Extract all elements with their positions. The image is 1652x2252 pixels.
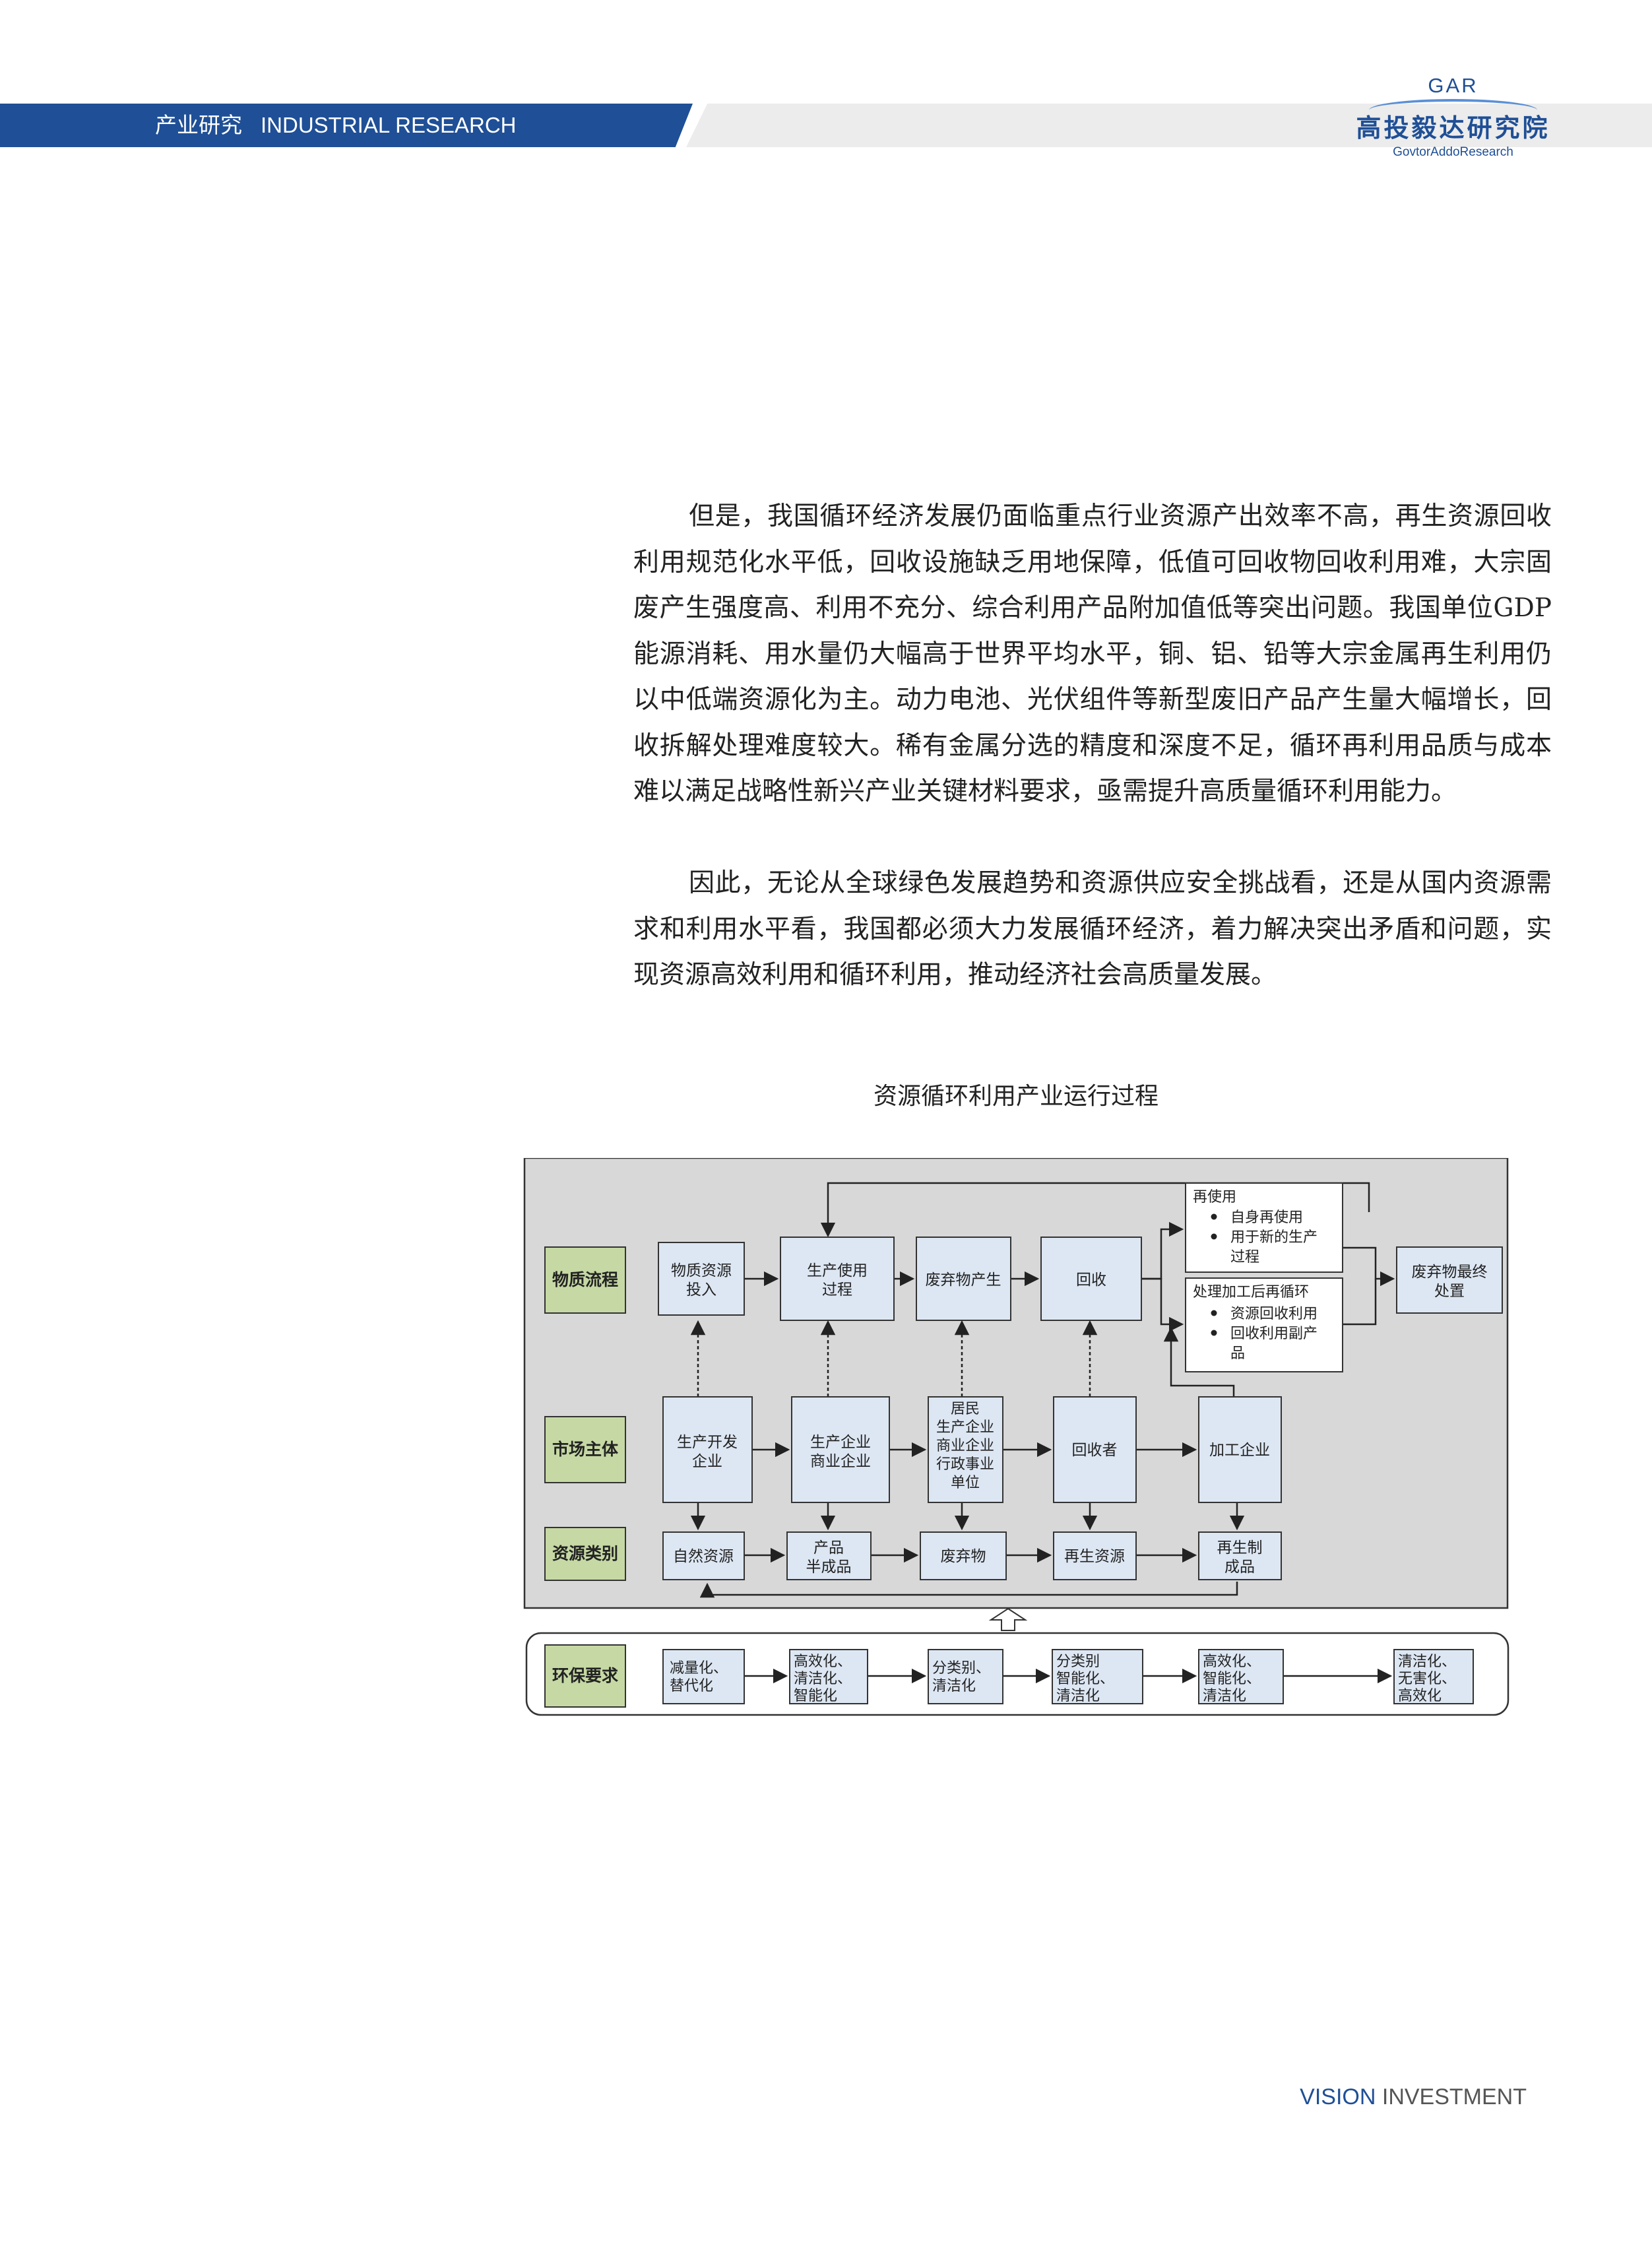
connectors [690, 1182, 1395, 1598]
svg-text:资源回收利用: 资源回收利用 [1230, 1306, 1318, 1322]
svg-text:用于新的生产: 用于新的生产 [1230, 1229, 1318, 1246]
node-production-process: 生产使用 过程 [780, 1237, 895, 1321]
svg-text:市场主体: 市场主体 [552, 1440, 619, 1459]
svg-text:高效化: 高效化 [1398, 1688, 1442, 1704]
svg-text:回收利用副产: 回收利用副产 [1230, 1326, 1318, 1342]
node-product: 产品 半成品 [786, 1531, 872, 1580]
svg-text:物质资源: 物质资源 [671, 1262, 732, 1279]
svg-text:自然资源: 自然资源 [673, 1548, 734, 1565]
node-natural-resources: 自然资源 [662, 1531, 745, 1580]
footer-investment: INVESTMENT [1382, 2084, 1527, 2109]
svg-text:智能化、: 智能化、 [1203, 1671, 1261, 1687]
row-label-material-flow: 物质流程 [544, 1246, 626, 1314]
node-developer: 生产开发 企业 [662, 1396, 753, 1503]
svg-text:清洁化: 清洁化 [932, 1678, 976, 1694]
logo-name-en: GovtorAddoResearch [1393, 145, 1513, 159]
svg-text:过程: 过程 [1230, 1249, 1259, 1266]
svg-text:智能化、: 智能化、 [1056, 1671, 1114, 1687]
svg-text:智能化: 智能化 [794, 1688, 837, 1704]
svg-text:自身再使用: 自身再使用 [1230, 1209, 1303, 1226]
logo-name-cn: 高投毅达研究院 [1356, 113, 1550, 143]
svg-text:替代化: 替代化 [670, 1678, 713, 1694]
node-final-disposal: 废弃物最终 处置 [1396, 1246, 1503, 1314]
svg-text:废弃物: 废弃物 [941, 1548, 986, 1565]
node-waste-generation: 废弃物产生 [916, 1237, 1011, 1321]
svg-text:生产企业: 生产企业 [936, 1419, 994, 1436]
row-label-market-entity: 市场主体 [544, 1416, 626, 1483]
svg-text:生产使用: 生产使用 [807, 1262, 868, 1279]
flow-diagram: 物质流程 市场主体 资源类别 环保要求 物质资源 投入 生产使用 过程 废弃物产… [523, 1158, 1509, 1716]
svg-text:过程: 过程 [822, 1281, 852, 1299]
svg-text:处理加工后再循环: 处理加工后再循环 [1193, 1284, 1309, 1301]
svg-text:减量化、: 减量化、 [670, 1660, 728, 1677]
node-renewable-resources: 再生资源 [1053, 1531, 1137, 1580]
env-node-4: 分类别 智能化、 清洁化 [1052, 1649, 1143, 1704]
gar-logo: GAR 高投毅达研究院 GovtorAddoResearch [1339, 74, 1567, 166]
node-recycler: 回收者 [1053, 1396, 1137, 1503]
paragraph-1: 但是，我国循环经济发展仍面临重点行业资源产出效率不高，再生资源回收利用规范化水平… [633, 501, 1552, 806]
svg-text:废弃物产生: 废弃物产生 [926, 1271, 1001, 1289]
env-node-5: 高效化、 智能化、 清洁化 [1198, 1649, 1284, 1704]
env-node-3: 分类别、 清洁化 [928, 1649, 1003, 1704]
svg-text:品: 品 [1230, 1345, 1245, 1362]
svg-text:企业: 企业 [692, 1453, 722, 1470]
node-processor: 加工企业 [1198, 1396, 1282, 1503]
svg-text:投入: 投入 [686, 1281, 716, 1299]
env-node-1: 减量化、 替代化 [662, 1649, 745, 1704]
env-node-6: 清洁化、 无害化、 高效化 [1393, 1649, 1474, 1704]
svg-text:加工企业: 加工企业 [1209, 1442, 1270, 1459]
row-label-env-requirement: 环保要求 [544, 1644, 626, 1708]
row-label-resource-type: 资源类别 [544, 1527, 626, 1581]
svg-text:成品: 成品 [1224, 1559, 1255, 1576]
svg-text:清洁化: 清洁化 [1056, 1688, 1100, 1704]
svg-text:产品: 产品 [813, 1539, 844, 1557]
svg-text:商业企业: 商业企业 [810, 1453, 871, 1470]
node-reprocess: 处理加工后再循环 资源回收利用 回收利用副产 品 [1185, 1277, 1343, 1372]
logo-arc [1369, 99, 1537, 121]
section-header: 产业研究 INDUSTRIAL RESEARCH [155, 112, 517, 139]
svg-text:生产企业: 生产企业 [810, 1434, 871, 1451]
logo-abbr: GAR [1428, 74, 1478, 97]
footer-vision: VISION [1300, 2084, 1376, 2109]
node-producer: 生产企业 商业企业 [791, 1396, 890, 1503]
svg-text:居民: 居民 [951, 1401, 980, 1417]
node-waste: 废弃物 [920, 1531, 1007, 1580]
svg-text:清洁化、: 清洁化、 [1398, 1654, 1456, 1670]
up-arrow-icon [988, 1607, 1028, 1631]
svg-text:高效化、: 高效化、 [794, 1654, 852, 1670]
svg-text:单位: 单位 [951, 1475, 980, 1491]
section-title-en: INDUSTRIAL RESEARCH [261, 113, 517, 137]
svg-text:生产开发: 生产开发 [677, 1434, 738, 1451]
svg-text:物质流程: 物质流程 [552, 1270, 618, 1289]
node-reuse: 再使用 自身再使用 用于新的生产 过程 [1185, 1182, 1343, 1273]
svg-text:半成品: 半成品 [806, 1559, 852, 1576]
node-resource-input: 物质资源 投入 [658, 1242, 745, 1316]
svg-text:再生制: 再生制 [1217, 1539, 1263, 1557]
svg-text:行政事业: 行政事业 [936, 1456, 994, 1473]
paragraph-2: 因此，无论从全球绿色发展趋势和资源供应安全挑战看，还是从国内资源需求和利用水平看… [633, 868, 1552, 990]
node-recycling: 回收 [1040, 1237, 1142, 1321]
svg-text:分类别、: 分类别、 [932, 1660, 990, 1677]
svg-text:回收者: 回收者 [1072, 1442, 1118, 1459]
node-remade-products: 再生制 成品 [1198, 1531, 1282, 1580]
svg-text:废弃物最终: 废弃物最终 [1412, 1264, 1488, 1281]
svg-text:商业企业: 商业企业 [936, 1438, 994, 1454]
svg-text:处置: 处置 [1434, 1283, 1465, 1300]
svg-text:回收: 回收 [1076, 1271, 1106, 1289]
figure-title: 资源循环利用产业运行过程 [873, 1083, 1159, 1110]
svg-text:高效化、: 高效化、 [1203, 1654, 1261, 1670]
node-residents: 居民 生产企业 商业企业 行政事业 单位 [928, 1396, 1003, 1503]
svg-text:清洁化: 清洁化 [1203, 1688, 1246, 1704]
svg-text:无害化、: 无害化、 [1398, 1671, 1456, 1687]
header-band [0, 104, 693, 147]
svg-text:环保要求: 环保要求 [552, 1666, 618, 1685]
svg-text:再生资源: 再生资源 [1064, 1548, 1125, 1565]
footer-brand: VISION INVESTMENT [1300, 2084, 1527, 2110]
svg-text:清洁化、: 清洁化、 [794, 1671, 852, 1687]
svg-text:再使用: 再使用 [1193, 1189, 1236, 1206]
env-node-2: 高效化、 清洁化、 智能化 [789, 1649, 868, 1704]
svg-text:分类别: 分类别 [1056, 1654, 1100, 1670]
svg-text:资源类别: 资源类别 [552, 1544, 618, 1563]
section-title-cn: 产业研究 [155, 112, 242, 138]
